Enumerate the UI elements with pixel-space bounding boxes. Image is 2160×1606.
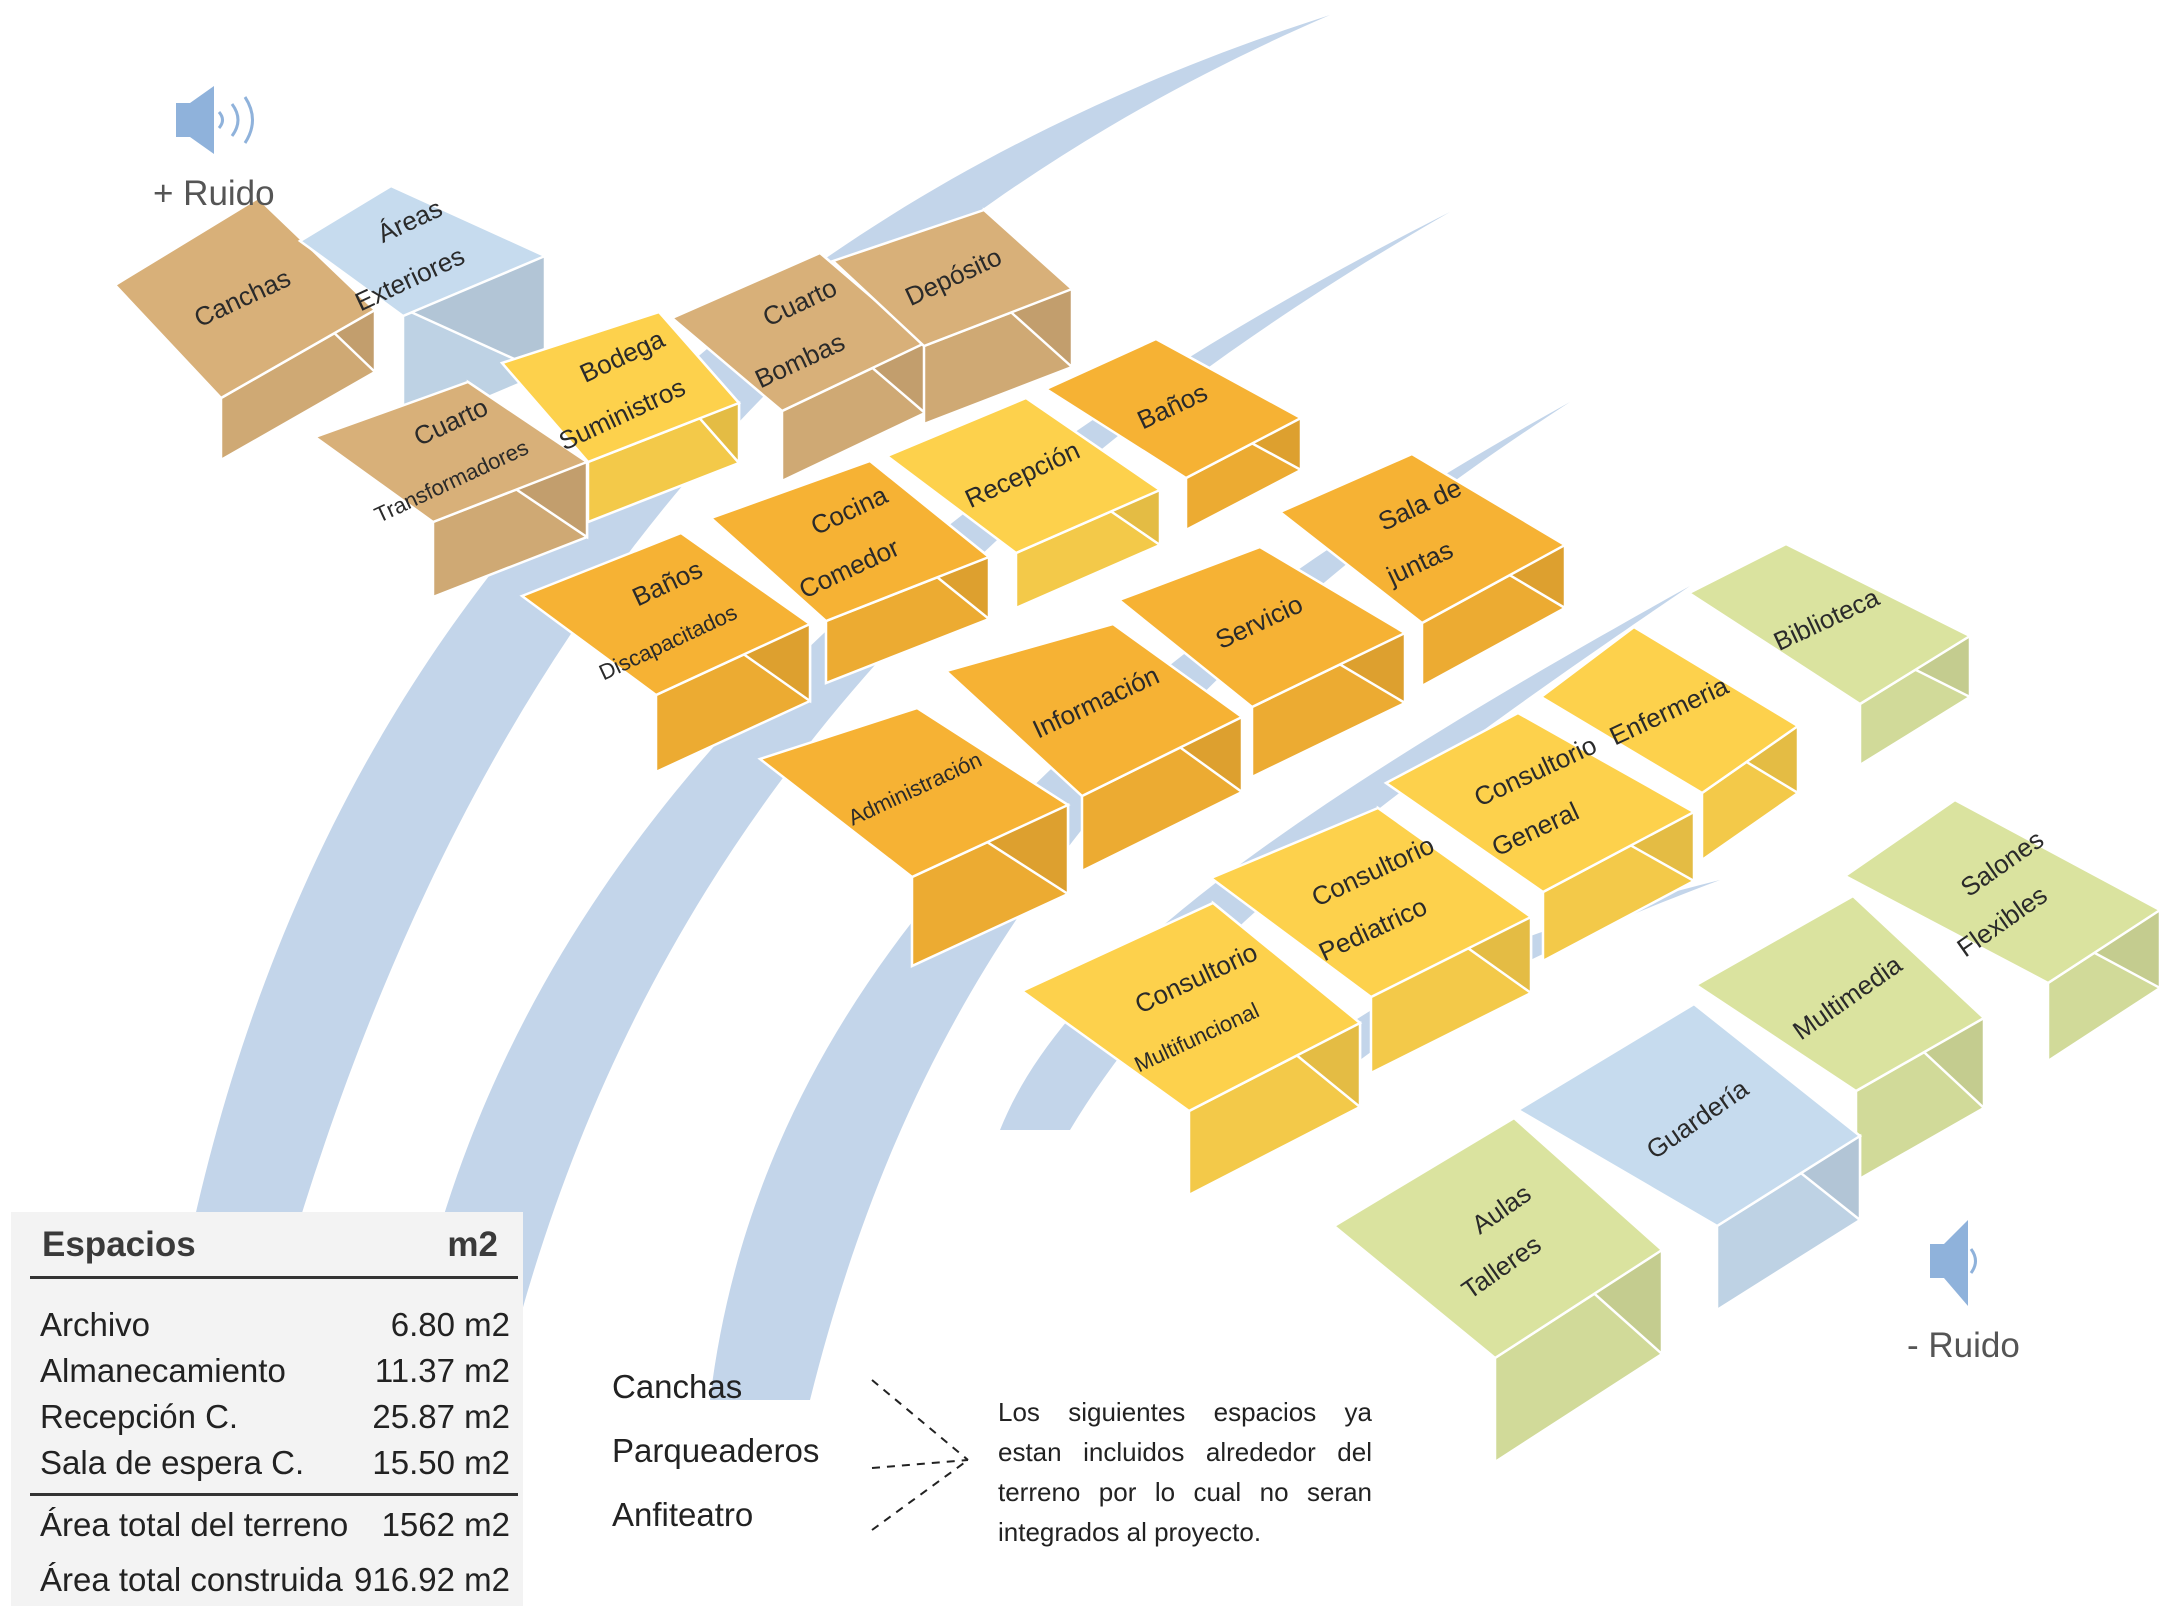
- noise-low-label: - Ruido: [1907, 1326, 2020, 1365]
- block-top-face: [1277, 452, 1568, 625]
- block-top-face: [1208, 806, 1534, 999]
- table-row-value: 11.37 m2: [374, 1352, 510, 1389]
- table-row: Recepción C. 25.87 m2: [40, 1398, 510, 1442]
- space-block: Canchas: [113, 195, 378, 463]
- block-top-face: [297, 184, 549, 318]
- block-top-face: [1383, 711, 1697, 894]
- table-row-name: Archivo: [40, 1306, 151, 1343]
- block-top-face: [519, 531, 813, 697]
- table-header: Espacios m2: [30, 1225, 520, 1273]
- noise-arc-3: [710, 402, 1570, 1400]
- table-header-unit: m2: [447, 1225, 498, 1264]
- table-total-value: 916.92 m2: [354, 1561, 510, 1598]
- block-top-face: [757, 706, 1071, 879]
- noise-arc-4: [1000, 586, 1690, 1130]
- table-total-row: Área total del terreno 1562 m2: [40, 1506, 510, 1550]
- table-row-value: 6.80 m2: [390, 1306, 510, 1343]
- table-row-name: Recepción C.: [40, 1398, 239, 1435]
- space-block: Enfermeria: [1538, 624, 1801, 863]
- speaker-quiet-icon: [1930, 1220, 1977, 1306]
- block-top-face: [1538, 625, 1801, 795]
- table-divider-bottom: [30, 1493, 518, 1496]
- space-block: Administración: [757, 705, 1071, 968]
- space-block: Biblioteca: [1686, 541, 1973, 768]
- block-top-face: [1116, 545, 1408, 709]
- space-block: Recepción: [884, 395, 1163, 610]
- table-total-row: Área total construida 916.92 m2: [40, 1561, 510, 1605]
- table-row-value: 15.50 m2: [372, 1444, 510, 1481]
- speaker-loud-icon: [176, 86, 254, 154]
- connector-arrows: [871, 1379, 969, 1531]
- space-block: Depósito: [830, 207, 1075, 426]
- block-top-face: [499, 310, 742, 464]
- connector-line-3: [871, 1459, 969, 1531]
- table-divider-top: [30, 1276, 518, 1279]
- table-total-value: 1562 m2: [381, 1506, 510, 1543]
- external-space-item: Parqueaderos: [612, 1432, 820, 1469]
- space-block: Servicio: [1116, 544, 1408, 779]
- table-row: Archivo 6.80 m2: [40, 1306, 510, 1350]
- space-block: Información: [943, 621, 1245, 874]
- block-top-face: [1693, 894, 1987, 1093]
- table-row: Almanecamiento 11.37 m2: [40, 1352, 510, 1396]
- block-top-face: [884, 396, 1163, 555]
- connector-line-1: [871, 1379, 969, 1461]
- table-row-name: Almanecamiento: [40, 1352, 286, 1389]
- table-total-name: Área total del terreno: [40, 1506, 349, 1543]
- table-row: Sala de espera C. 15.50 m2: [40, 1444, 510, 1488]
- block-top-face: [708, 459, 992, 623]
- connector-line-2: [871, 1459, 969, 1469]
- space-block: Multimedia: [1693, 893, 1987, 1184]
- external-spaces-note: Los siguientes espacios ya estan incluid…: [998, 1397, 1372, 1547]
- table-row-value: 25.87 m2: [372, 1398, 510, 1435]
- noise-high-label: + Ruido: [153, 174, 275, 213]
- block-top-face: [1043, 337, 1304, 480]
- external-space-item: Canchas: [612, 1368, 743, 1405]
- table-row-name: Sala de espera C.: [40, 1444, 305, 1481]
- external-space-item: Anfiteatro: [612, 1496, 754, 1533]
- block-top-face: [830, 208, 1075, 348]
- block-top-face: [943, 622, 1245, 798]
- space-block: Guardería: [1515, 1001, 1863, 1313]
- table-header-name: Espacios: [42, 1225, 196, 1264]
- block-top-face: [1842, 798, 2160, 985]
- table-total-name: Área total construida: [40, 1561, 343, 1598]
- space-block: Baños: [1043, 336, 1304, 533]
- block-top-face: [1019, 901, 1363, 1113]
- block-top-face: [1515, 1002, 1863, 1228]
- block-top-face: [1686, 542, 1973, 706]
- block-top-face: [1331, 1116, 1665, 1360]
